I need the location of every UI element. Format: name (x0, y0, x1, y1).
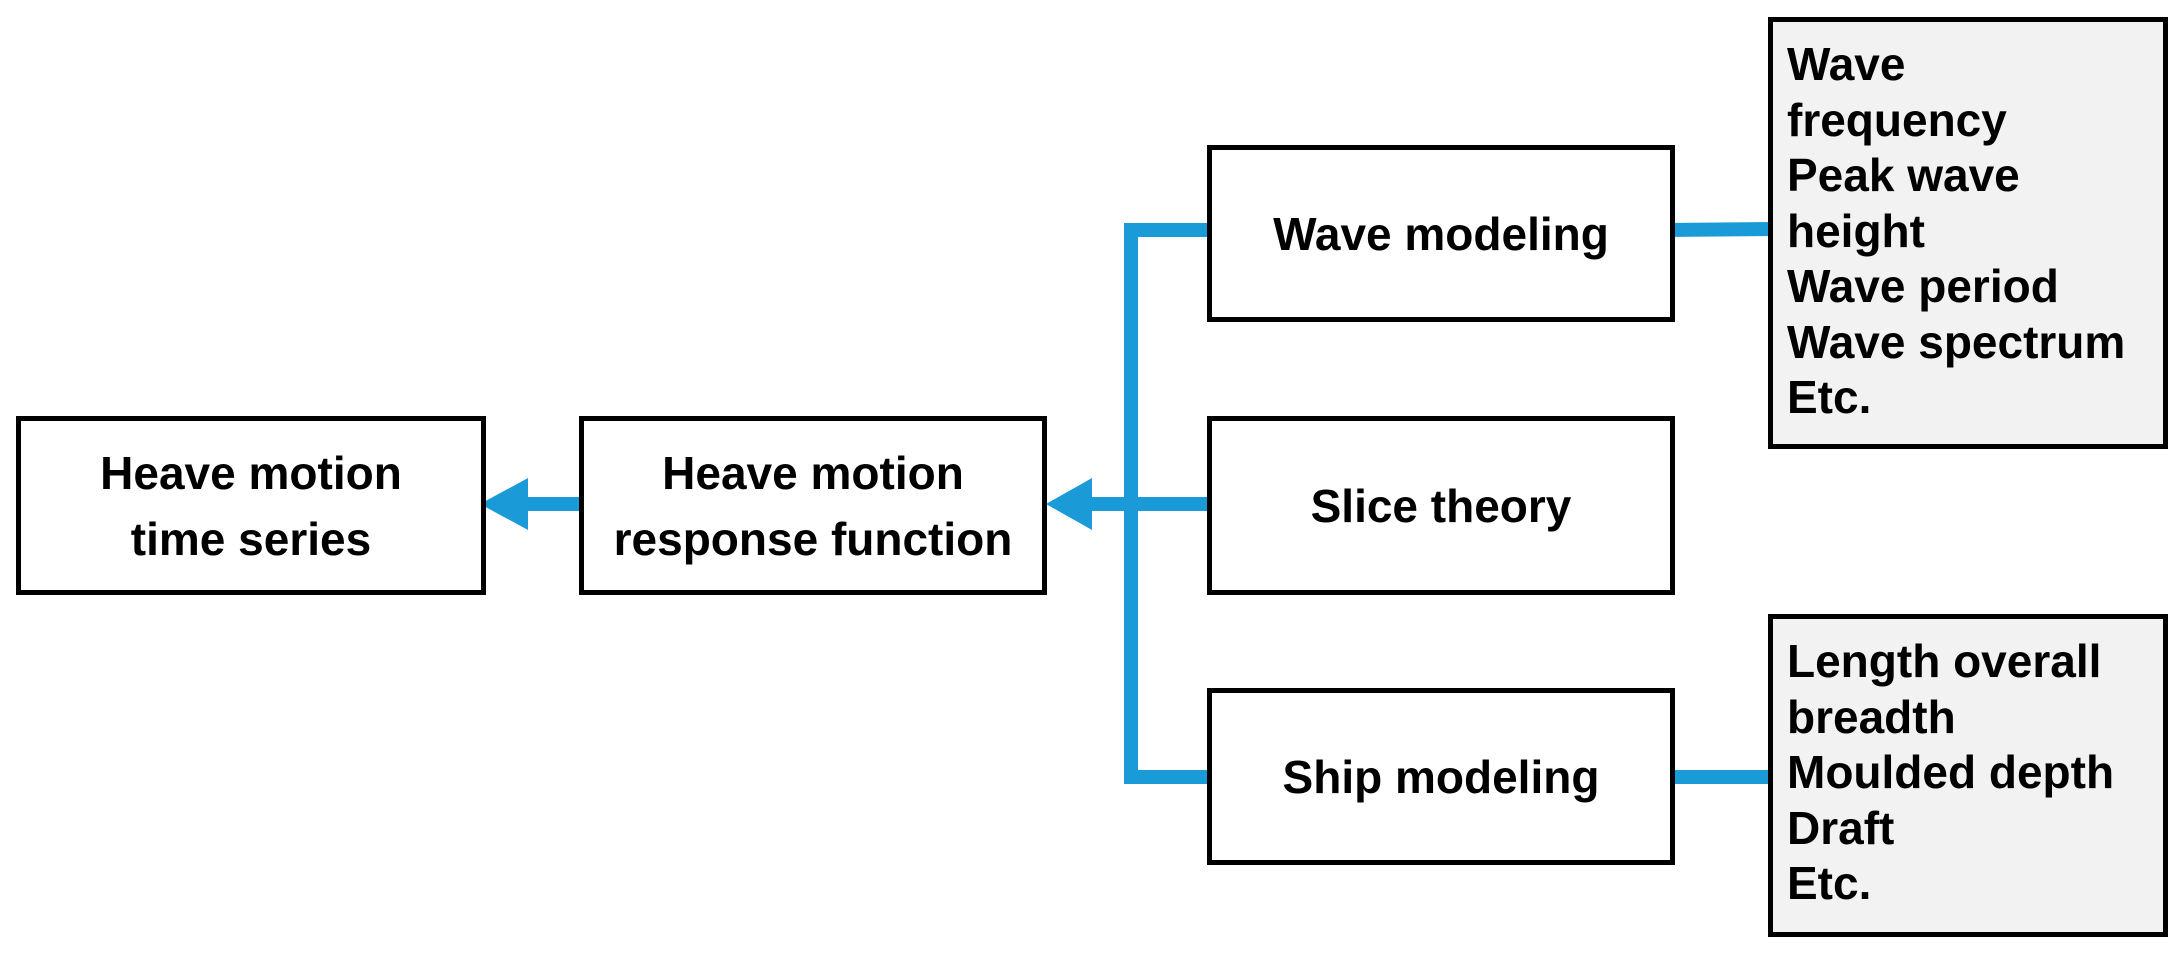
wave-modeling-box: Wave modeling (1207, 145, 1675, 322)
slice-theory-box: Slice theory (1207, 416, 1675, 595)
ship-parameters-box: Length overall breadth Moulded depth Dra… (1768, 614, 2168, 937)
ship-param-line: Length overall (1787, 635, 2102, 687)
wave-param-line: Peak wave (1787, 149, 2020, 201)
link-wave-params (1664, 222, 1774, 237)
wave-param-line: Etc. (1787, 371, 1872, 423)
heave-response-function-box: Heave motion response function (579, 416, 1047, 595)
arrow-slice-to-response-head (1046, 478, 1092, 530)
arrow-response-to-series-head (480, 478, 528, 530)
wave-modeling-label: Wave modeling (1273, 207, 1609, 260)
heave-time-series-line-2: time series (130, 512, 372, 565)
wave-parameters-box: Wave frequency Peak wave height Wave per… (1768, 17, 2168, 449)
heave-time-series-box: Heave motion time series (16, 416, 486, 595)
slice-theory-label: Slice theory (1310, 479, 1572, 532)
wave-param-line: Wave (1787, 38, 1906, 90)
ship-param-line: Moulded depth (1787, 746, 2115, 798)
wave-param-line: height (1787, 204, 1925, 257)
wave-param-line: Wave period (1787, 260, 2059, 312)
heave-time-series-line-1: Heave motion (100, 446, 402, 499)
ship-modeling-label: Ship modeling (1282, 750, 1600, 803)
wave-param-line: Wave spectrum (1787, 315, 2126, 368)
ship-modeling-box: Ship modeling (1207, 688, 1675, 865)
ship-param-line: Draft (1787, 801, 1895, 854)
heave-response-line-1: Heave motion (662, 446, 964, 499)
heave-response-line-2: response function (613, 512, 1013, 565)
ship-param-line: breadth (1787, 690, 1956, 743)
wave-param-line: frequency (1787, 93, 2007, 146)
ship-param-line: Etc. (1787, 857, 1872, 909)
